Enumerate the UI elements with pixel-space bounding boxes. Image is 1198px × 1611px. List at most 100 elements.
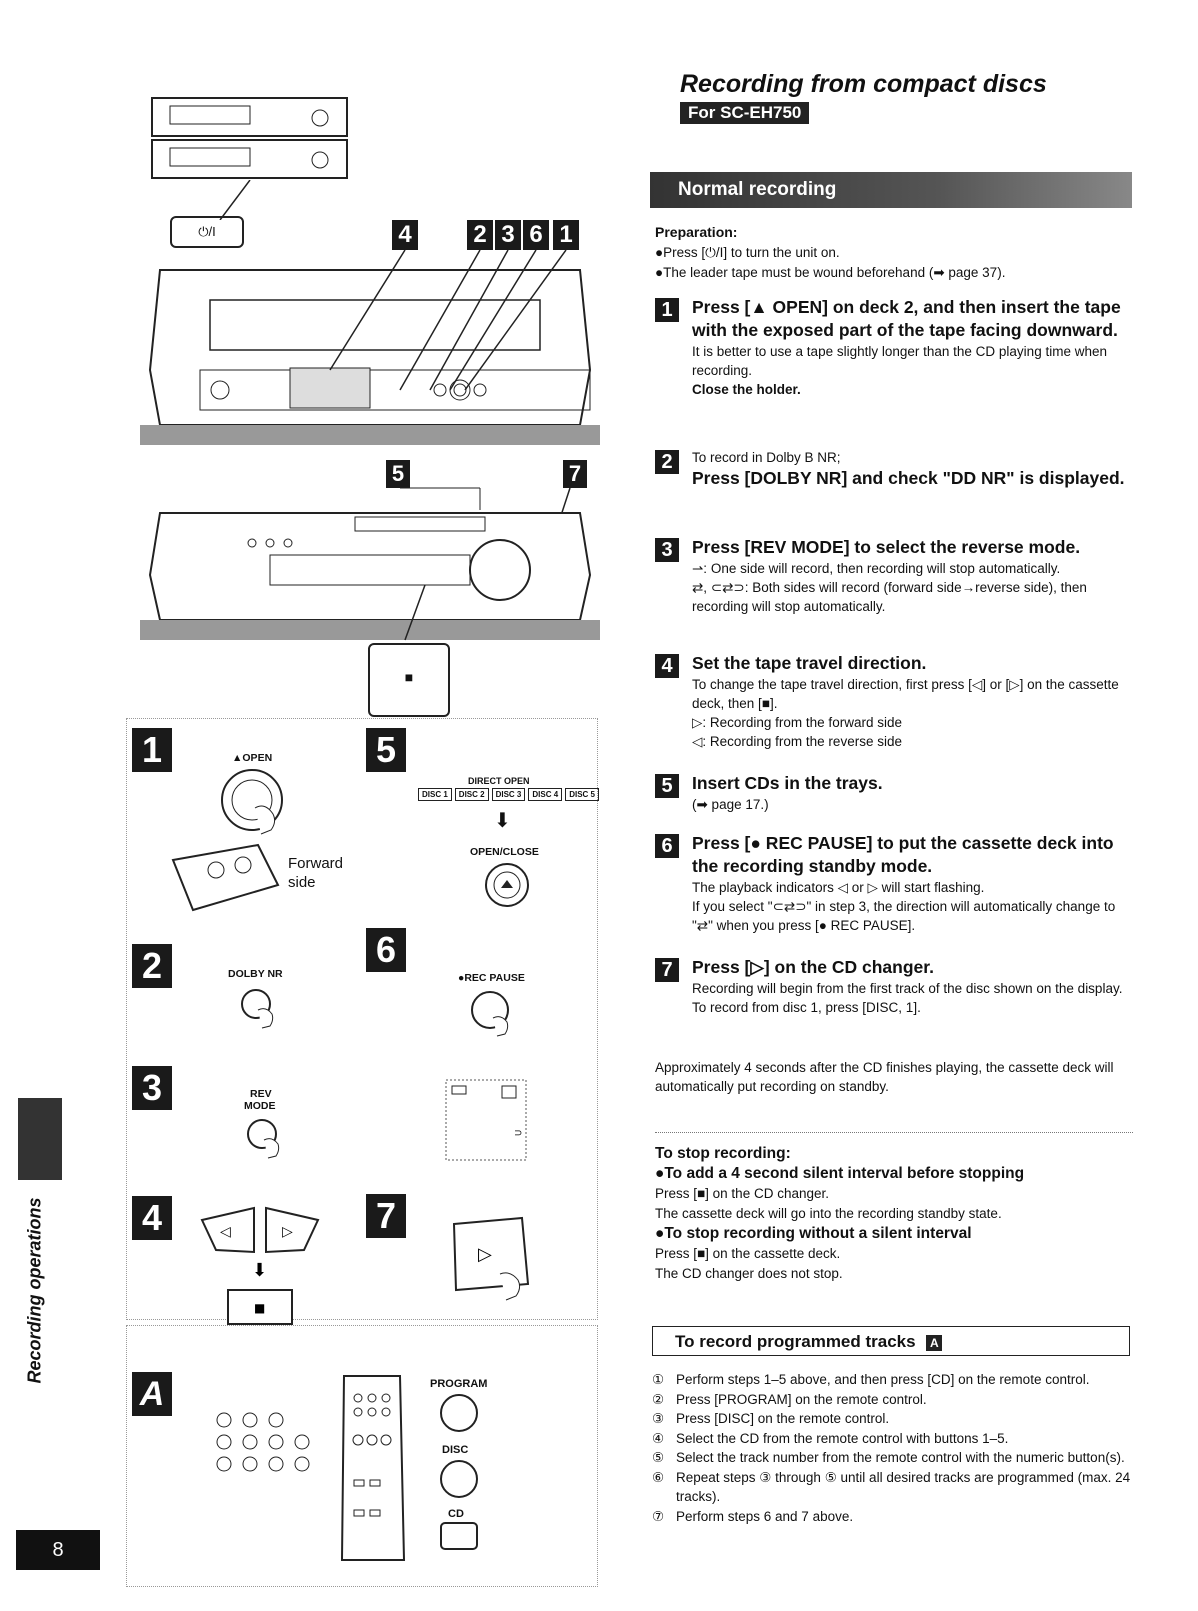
step-text: The playback indicators ◁ or ▷ will star… (692, 880, 985, 895)
stop-option-text: Press [■] on the cassette deck. (655, 1246, 841, 1261)
stop-key: ■ (368, 643, 450, 717)
cassette-icon (171, 843, 280, 912)
step-text: ⇄, ⊂⇄⊃: Both sides will record (forward … (692, 580, 1087, 614)
disc-label: DISC (442, 1444, 469, 1456)
power-button: ⏻/I (170, 216, 244, 248)
preparation-label: Preparation: (655, 224, 738, 240)
step-number: 4 (655, 654, 679, 678)
direct-open-label: DIRECT OPEN (468, 776, 530, 786)
callout-1: 1 (553, 220, 579, 250)
step-4: 4 Set the tape travel direction. To chan… (655, 652, 1133, 751)
page-title: Recording from compact discs (680, 70, 1047, 98)
dolby-nr-label: DOLBY NR (228, 968, 283, 980)
rev-label: REV (250, 1088, 272, 1100)
remote-panel (126, 1325, 598, 1587)
open-label: ▲OPEN (232, 752, 273, 764)
press-button-icon (471, 991, 509, 1037)
svg-text:◁: ◁ (220, 1224, 231, 1240)
forward-label: Forward (288, 855, 344, 872)
callout-2: 2 (467, 220, 493, 250)
svg-text:⬇: ⬇ (252, 1260, 267, 1281)
step-number: 1 (655, 298, 679, 322)
number-keys-icon (216, 1412, 310, 1472)
step-text: Recording will begin from the first trac… (692, 981, 1123, 996)
step-number: 5 (655, 774, 679, 798)
step-6: 6 Press [● REC PAUSE] to put the cassett… (655, 832, 1133, 935)
eject-button-icon (485, 863, 529, 907)
model-tag: For SC-EH750 (680, 102, 810, 124)
programmed-badge: A (926, 1334, 943, 1351)
step-heading: Press [● REC PAUSE] to put the cassette … (692, 833, 1114, 876)
rec-pause-label: ●REC PAUSE (458, 972, 525, 984)
step-text: To record from disc 1, press [DISC, 1]. (692, 1000, 921, 1015)
step-7: 7 Press [▷] on the CD changer. Recording… (655, 956, 1133, 1017)
programmed-title: To record programmed tracks (675, 1332, 916, 1351)
steps-panel (126, 718, 598, 1320)
sidebar-tab (18, 1098, 62, 1180)
stop-option-text: The CD changer does not stop. (655, 1266, 843, 1281)
step-text: It is better to use a tape slightly long… (692, 344, 1107, 378)
step-2: 2 To record in Dolby B NR; Press [DOLBY … (655, 448, 1133, 490)
stop-option-text: The cassette deck will go into the recor… (655, 1206, 1002, 1221)
svg-text:■: ■ (254, 1301, 265, 1315)
step-heading: Press [REV MODE] to select the reverse m… (692, 537, 1081, 557)
step-number: 2 (655, 450, 679, 474)
panel-4-number: 4 (132, 1196, 172, 1240)
step-pretext: To record in Dolby B NR; (692, 450, 841, 465)
dotted-divider (655, 1132, 1133, 1133)
panel-a-number: A (132, 1372, 172, 1416)
step-5: 5 Insert CDs in the trays. (➡ page 17.) (655, 772, 1133, 814)
play-key-icon: ▷ (452, 1216, 530, 1301)
step-heading: Press [▲ OPEN] on deck 2, and then inser… (692, 297, 1121, 340)
open-button-icon (221, 769, 283, 835)
disc-1-button: DISC 1 (418, 788, 452, 801)
svg-text:⊃: ⊃ (514, 1128, 522, 1139)
mode-label: MODE (244, 1100, 276, 1112)
step-number: 7 (655, 958, 679, 982)
step-text: (➡ page 17.) (692, 797, 769, 812)
step-text: ▷: Recording from the forward side (692, 715, 902, 730)
stop-recording: To stop recording: ●To add a 4 second si… (655, 1144, 1133, 1284)
page-number: 8 (16, 1530, 100, 1570)
panel-1-number: 1 (132, 728, 172, 772)
cd-changer-illustration (140, 487, 600, 641)
step-heading: Press [DOLBY NR] and check "DD NR" is di… (692, 468, 1125, 488)
disc-3-button: DISC 3 (491, 788, 526, 801)
press-button-icon (247, 1119, 280, 1159)
cd-label: CD (448, 1508, 464, 1520)
step-text: If you select "⊂⇄⊃" in step 3, the direc… (692, 899, 1116, 933)
press-button-icon (241, 989, 274, 1029)
panel-5-number: 5 (366, 728, 406, 772)
step-text: Close the holder. (692, 382, 801, 397)
cassette-deck-illustration (140, 250, 600, 445)
step-number: 6 (655, 834, 679, 858)
side-label: side (288, 874, 316, 891)
disc-button-icon (440, 1460, 478, 1498)
stereo-thumbnail (151, 97, 348, 179)
panel-6-number: 6 (366, 928, 406, 972)
step-text: To change the tape travel direction, fir… (692, 677, 1119, 711)
pointer-line (219, 180, 251, 220)
preparation-item: ●The leader tape must be wound beforehan… (655, 265, 1006, 280)
step-heading: Press [▷] on the CD changer. (692, 957, 934, 977)
open-close-label: OPEN/CLOSE (470, 846, 539, 858)
step-text: ⇀: One side will record, then recording … (692, 561, 1061, 576)
program-label: PROGRAM (430, 1378, 488, 1390)
preparation: Preparation: ●Press [⏻/I] to turn the un… (655, 222, 1135, 283)
stop-option-title: ●To add a 4 second silent interval befor… (655, 1165, 1025, 1182)
panel-2-number: 2 (132, 944, 172, 988)
arrow-down-icon: ⬇ (494, 810, 511, 832)
panel-7-number: 7 (366, 1194, 406, 1238)
cd-button-icon (440, 1522, 478, 1550)
disc-4-button: DISC 4 (528, 788, 563, 801)
disc-2-button: DISC 2 (454, 788, 489, 801)
sidebar-label: Recording operations (24, 1197, 45, 1384)
standby-note: Approximately 4 seconds after the CD fin… (655, 1060, 1114, 1094)
stop-title: To stop recording: (655, 1145, 791, 1162)
